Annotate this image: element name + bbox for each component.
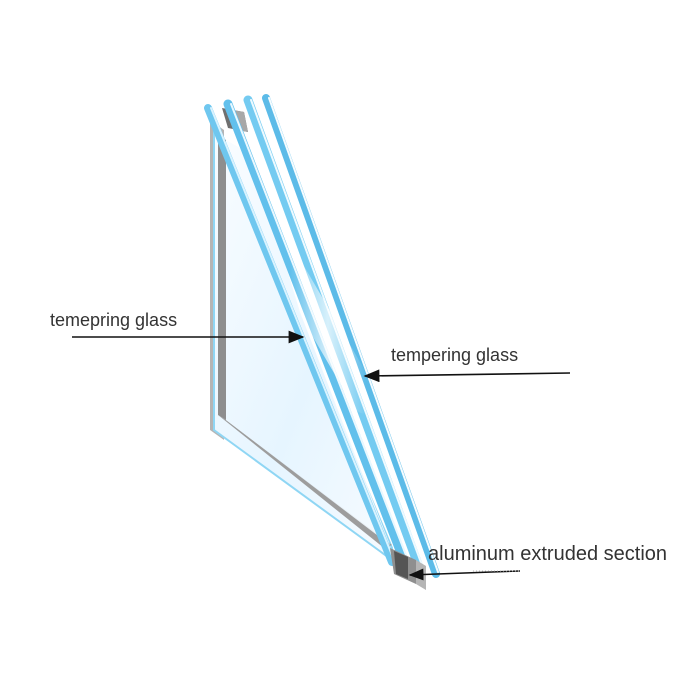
arrow-tempering-glass: [363, 369, 571, 383]
glass-face: [226, 140, 390, 545]
spacer-edge-left: [218, 135, 226, 420]
label-aluminum-extruded-section: aluminum extruded section: [428, 543, 667, 565]
label-tempering-glass: tempering glass: [391, 345, 518, 365]
glass-sheen: [276, 256, 380, 414]
aluminum-extrusion-dark: [394, 551, 408, 579]
glass-edge-4-inner: [268, 97, 439, 573]
label-temepring-glass: temepring glass: [50, 310, 177, 330]
arrow-aluminum-extruded-section: [408, 568, 521, 581]
spacer-edge-bottom: [218, 415, 392, 548]
glass-edge-4: [262, 94, 440, 578]
